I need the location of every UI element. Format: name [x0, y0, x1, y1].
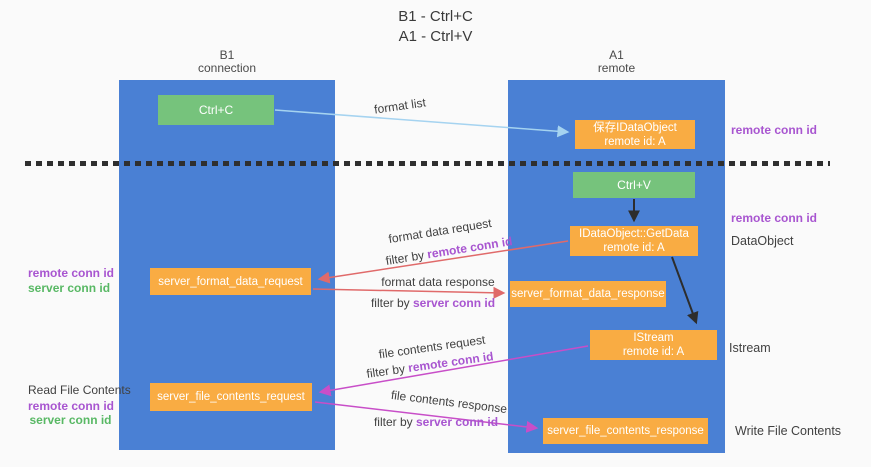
getdata-box: IDataObject::GetData remote id: A: [570, 226, 698, 256]
column-b1-name: B1: [219, 48, 235, 62]
label-format-data-response: format data response: [381, 275, 495, 289]
column-header-a1: A1 remote: [508, 49, 725, 75]
label-filter-by-server-conn-id-2: filter by server conn id: [374, 415, 498, 429]
server-file-contents-request-box: server_file_contents_request: [150, 383, 312, 411]
diagram-title: B1 - Ctrl+C A1 - Ctrl+V: [0, 7, 871, 47]
save-dataobject-line1: 保存IDataObject: [593, 121, 677, 134]
right-remote-conn-id-mid: remote conn id: [731, 211, 818, 225]
filter-by-text: filter by: [370, 296, 413, 310]
filter-by-text: filter by: [384, 247, 429, 268]
left-remote-conn-id-1: remote conn id: [28, 266, 115, 280]
ctrl-c-label: Ctrl+C: [198, 103, 234, 117]
server-file-contents-response-label: server_file_contents_response: [547, 425, 704, 437]
server-format-data-response-label: server_format_data_response: [511, 288, 665, 300]
server-conn-id-text: server conn id: [415, 415, 499, 429]
machine-boundary-dashed-line: [25, 161, 830, 166]
server-format-data-request-box: server_format_data_request: [150, 268, 311, 295]
right-istream-label: Istream: [729, 341, 771, 355]
ctrl-c-box: Ctrl+C: [158, 95, 274, 125]
server-format-data-request-label: server_format_data_request: [158, 275, 303, 288]
right-remote-conn-id-top: remote conn id: [731, 123, 818, 137]
filter-by-text: filter by: [373, 415, 416, 429]
right-write-file-contents: Write File Contents: [735, 424, 842, 438]
title-line-2: A1 - Ctrl+V: [398, 28, 473, 45]
column-header-b1: B1 connection: [119, 49, 335, 75]
ctrl-v-box: Ctrl+V: [573, 172, 695, 198]
column-a1-role: remote: [597, 61, 636, 75]
left-server-conn-id-1: server conn id: [28, 281, 111, 295]
server-conn-id-text: server conn id: [412, 296, 496, 310]
column-a1-name: A1: [609, 48, 624, 62]
server-file-contents-request-label: server_file_contents_request: [157, 391, 305, 403]
istream-line2: remote id: A: [622, 346, 685, 358]
filter-by-text: filter by: [365, 361, 410, 381]
save-dataobject-line2: remote id: A: [604, 135, 666, 148]
left-read-file-contents: Read File Contents: [28, 383, 131, 397]
column-b1-role: connection: [197, 61, 257, 75]
server-format-data-response-box: server_format_data_response: [510, 281, 666, 307]
left-remote-conn-id-2: remote conn id: [28, 399, 115, 413]
label-filter-by-server-conn-id-1: filter by server conn id: [371, 296, 495, 310]
right-dataobject-label: DataObject: [731, 234, 794, 248]
label-format-list: format list: [373, 95, 427, 117]
ctrl-v-label: Ctrl+V: [617, 178, 651, 192]
istream-box: IStream remote id: A: [590, 330, 717, 360]
save-dataobject-box: 保存IDataObject remote id: A: [575, 120, 695, 149]
getdata-line2: remote id: A: [603, 242, 665, 254]
istream-line1: IStream: [633, 332, 674, 344]
label-file-contents-response: file contents response: [390, 387, 508, 417]
arrow-format-data-response: [312, 286, 506, 299]
server-file-contents-response-box: server_file_contents_response: [543, 418, 708, 444]
getdata-line1: IDataObject::GetData: [579, 228, 689, 240]
title-line-1: B1 - Ctrl+C: [398, 8, 473, 25]
left-server-conn-id-2: server conn id: [29, 413, 112, 427]
